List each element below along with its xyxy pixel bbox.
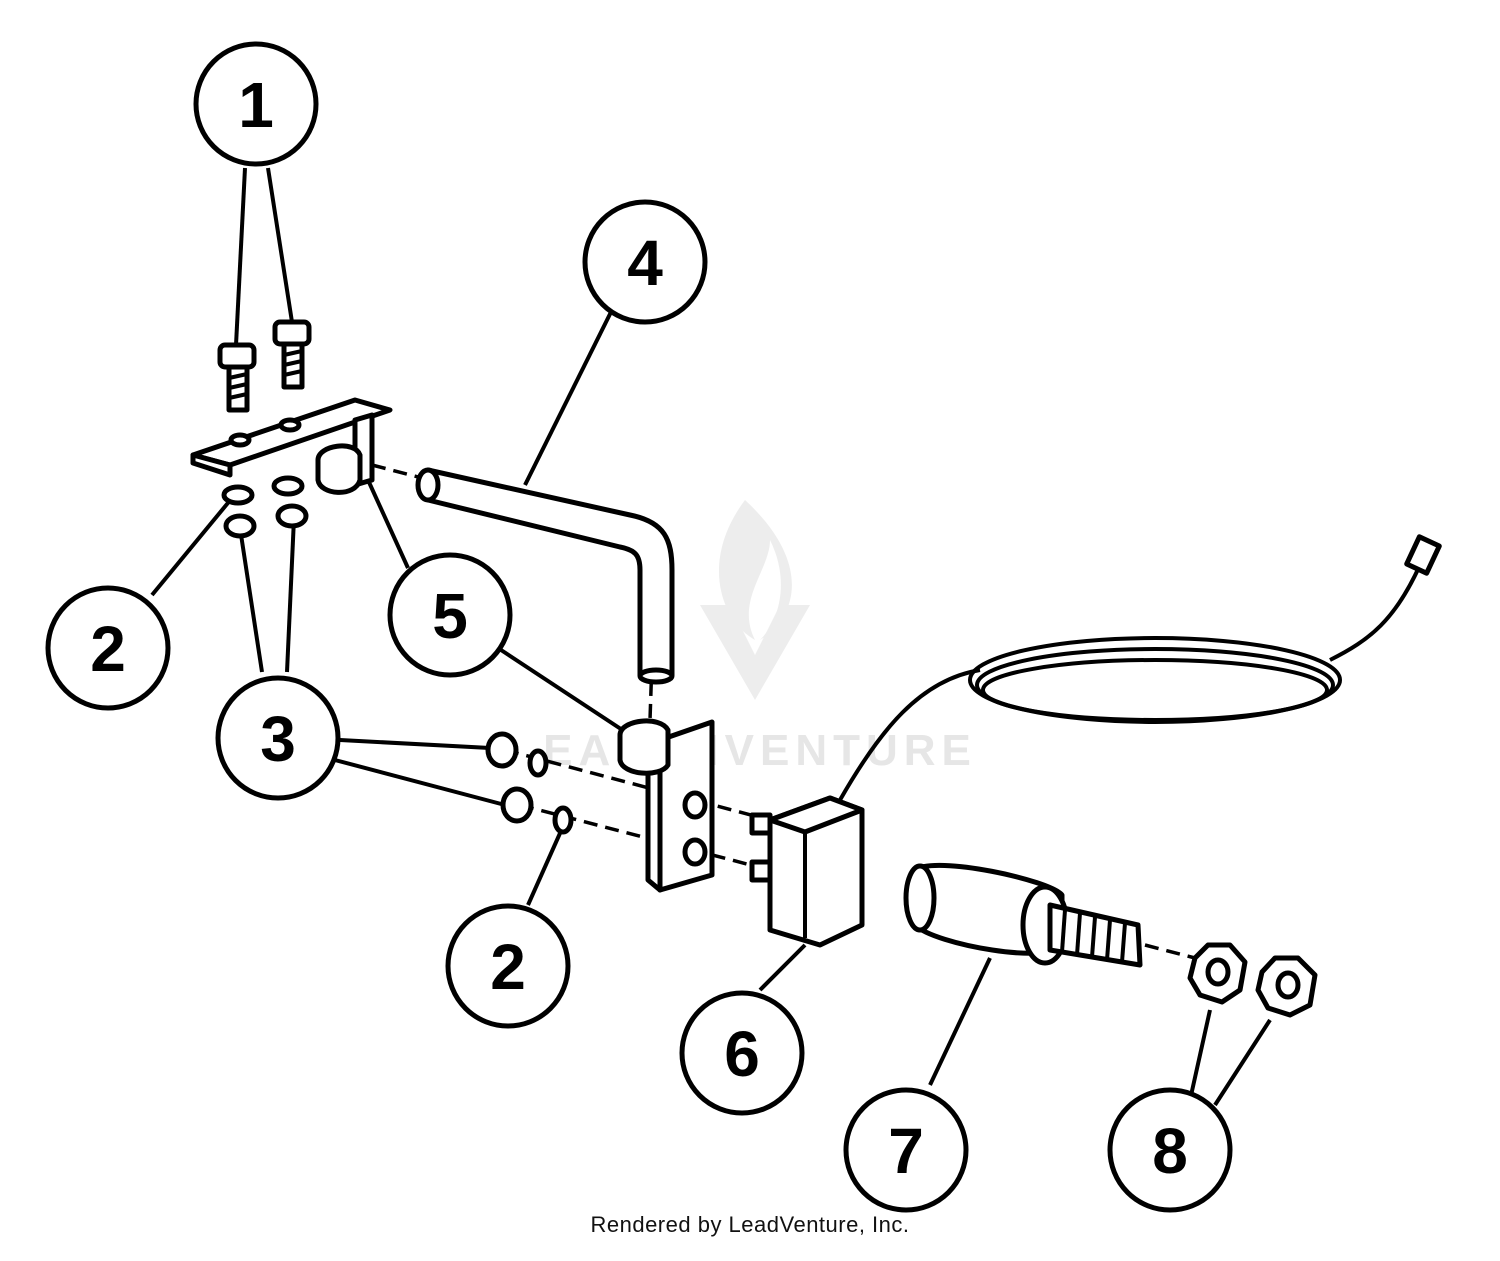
callout-3: 3 xyxy=(215,675,341,801)
watermark: EARTHVENTURE xyxy=(543,500,977,775)
wire-harness xyxy=(838,534,1442,801)
render-credit: Rendered by LeadVenture, Inc. xyxy=(590,1212,910,1237)
callout-2-lower-label: 2 xyxy=(490,931,526,1003)
watermark-text: EARTHVENTURE xyxy=(543,726,977,775)
callout-8: 8 xyxy=(1107,1087,1233,1213)
callout-2-upper: 2 xyxy=(45,585,171,711)
callout-5: 5 xyxy=(387,552,513,678)
callout-4-label: 4 xyxy=(627,227,663,299)
callout-1-label: 1 xyxy=(238,69,274,141)
callout-4: 4 xyxy=(582,199,708,325)
rod xyxy=(415,467,675,685)
callout-3-label: 3 xyxy=(260,703,296,775)
callout-5-label: 5 xyxy=(432,580,468,652)
upper-washers-nuts xyxy=(221,475,309,539)
callout-7: 7 xyxy=(843,1087,969,1213)
bolt-left xyxy=(217,342,257,413)
actuator xyxy=(903,862,1143,968)
leader-lines xyxy=(150,167,1272,1107)
callout-1: 1 xyxy=(193,41,319,167)
upper-bracket xyxy=(190,397,393,495)
callout-7-label: 7 xyxy=(888,1115,924,1187)
callout-2-upper-label: 2 xyxy=(90,613,126,685)
callout-6: 6 xyxy=(679,990,805,1116)
callout-2-lower: 2 xyxy=(445,903,571,1029)
lower-washers-nuts xyxy=(485,731,574,835)
lower-bracket xyxy=(617,718,715,893)
callout-6-label: 6 xyxy=(724,1018,760,1090)
hex-nuts xyxy=(1187,942,1318,1018)
switch xyxy=(749,795,865,948)
callout-8-label: 8 xyxy=(1152,1115,1188,1187)
bolt-right xyxy=(272,319,312,390)
